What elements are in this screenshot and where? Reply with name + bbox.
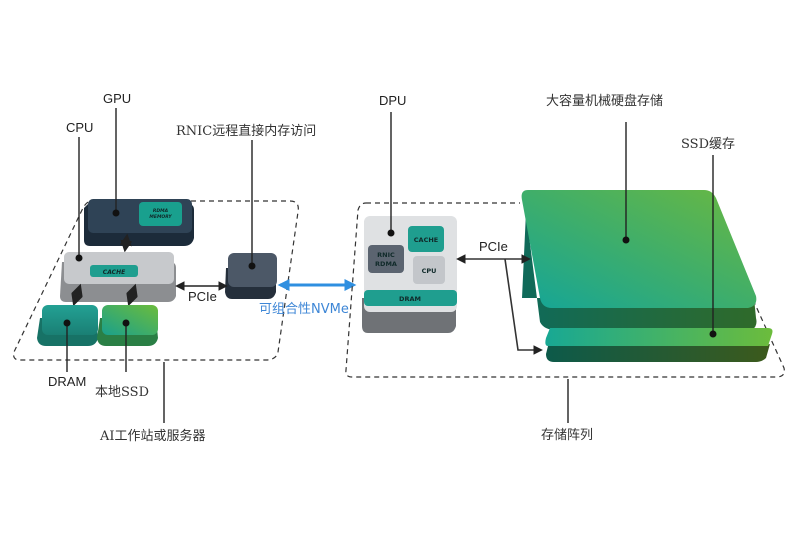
cpu-label: CPU: [66, 120, 93, 135]
ssd-cache-label: SSD缓存: [681, 137, 735, 152]
dpu-label: DPU: [379, 93, 406, 108]
dpu-cache-chip: [408, 226, 444, 252]
dpu-rnic-line2: RDMA: [375, 260, 397, 268]
dram-label: DRAM: [48, 374, 86, 389]
cpu-block: CACHE: [60, 252, 176, 302]
cpu-dot: [75, 254, 83, 262]
nvme-label: 可组合性NVMe: [259, 302, 349, 317]
rdma-memory-chip: [139, 202, 182, 226]
dpu-dram-chip: [364, 290, 457, 306]
pcie-left-label: PCIe: [188, 289, 217, 304]
dpu-dot: [387, 229, 395, 237]
rnic-dot: [248, 262, 256, 270]
cpu-dram-arrow: [71, 283, 83, 307]
dpu-dram-label: DRAM: [399, 295, 421, 303]
gpu-cpu-arrow: [119, 233, 133, 253]
local-ssd-block: [97, 305, 158, 346]
pcie-ssd-cache-arrow: [504, 258, 543, 355]
rdma-memory-line1: RDMA: [153, 208, 169, 214]
cpu-cache-label: CACHE: [103, 269, 126, 276]
rnic-label: RNIC远程直接内存访问: [176, 123, 316, 139]
dpu-block: CACHE RNIC RDMA CPU DRAM: [362, 216, 457, 333]
hdd-block: [521, 190, 757, 330]
rnic-block: [225, 253, 277, 299]
workstation-boundary: [13, 200, 299, 361]
left-leader-lines: [63, 108, 256, 423]
storage-array-label: 存储阵列: [541, 428, 593, 443]
dram-dot: [63, 319, 71, 327]
ssd-cache-dot: [709, 330, 717, 338]
storage-array-boundary: [345, 202, 785, 378]
cpu-ssd-arrow: [126, 283, 138, 307]
hdd-dot: [622, 236, 630, 244]
rdma-memory-line2: MEMORY: [149, 214, 172, 220]
workstation-label: AI工作站或服务器: [99, 428, 206, 444]
local-ssd-label: 本地SSD: [95, 385, 149, 400]
pcie-right-label: PCIe: [479, 239, 508, 254]
dram-block: [37, 305, 98, 346]
dpu-rnic-chip: [368, 245, 404, 273]
dpu-rnic-line1: RNIC: [377, 251, 395, 259]
gpu-label: GPU: [103, 91, 131, 106]
ssd-dot: [122, 319, 130, 327]
gpu-block: RDMA MEMORY: [84, 199, 194, 246]
dpu-cache-label: CACHE: [414, 236, 438, 244]
gpu-dot: [112, 209, 120, 217]
dpu-cpu-label: CPU: [422, 267, 437, 275]
ssd-cache-block: [545, 328, 773, 362]
dpu-cpu-chip: [413, 256, 445, 284]
cpu-cache-chip: [90, 265, 138, 277]
hdd-label: 大容量机械硬盘存储: [546, 93, 663, 109]
